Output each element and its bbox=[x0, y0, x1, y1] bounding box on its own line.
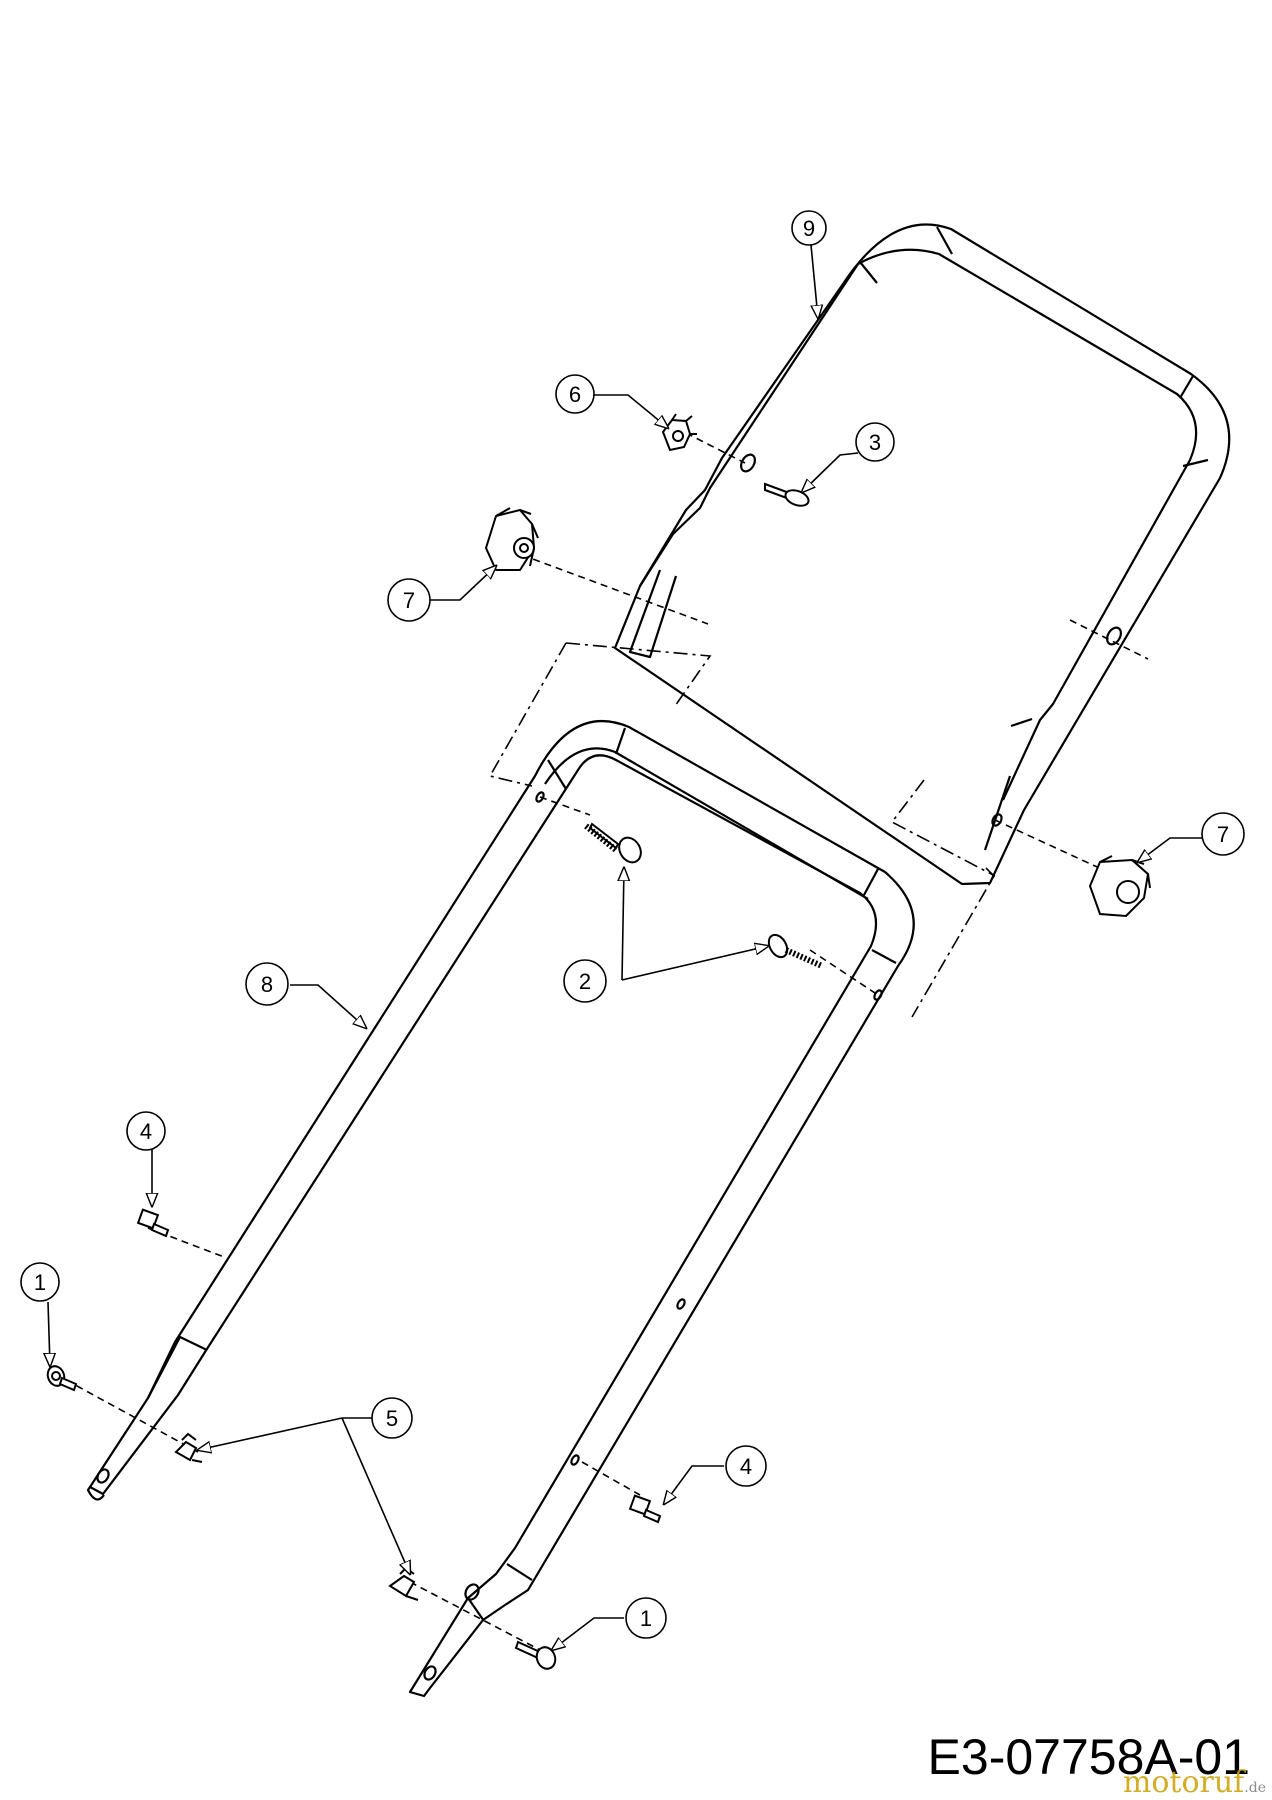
drawing-code: E3-07758A-01 bbox=[927, 1729, 1250, 1785]
callout-label: 3 bbox=[869, 430, 881, 455]
cable-clip-lower bbox=[388, 1566, 419, 1601]
callout-5: 5 bbox=[371, 1397, 413, 1439]
watermark-logo: motoruf.de bbox=[1123, 1765, 1266, 1800]
hardware-parts bbox=[46, 413, 1151, 1670]
shoulder-screw-lower bbox=[628, 1494, 662, 1524]
callout-4b: 4 bbox=[725, 1445, 767, 1487]
callout-8: 8 bbox=[245, 962, 289, 1006]
callout-label: 1 bbox=[640, 1606, 652, 1631]
bolt-lower bbox=[514, 1640, 557, 1670]
bolt-upper bbox=[46, 1365, 78, 1392]
carriage-bolt-lower bbox=[767, 933, 824, 969]
callout-label: 4 bbox=[140, 1119, 152, 1144]
callout-7a: 7 bbox=[387, 578, 431, 622]
handle-pin bbox=[764, 482, 810, 507]
callout-2: 2 bbox=[563, 959, 607, 1003]
callout-1a: 1 bbox=[20, 1262, 60, 1302]
large-star-knob-upper bbox=[484, 507, 539, 571]
callout-9: 9 bbox=[791, 210, 827, 246]
alignment-guides bbox=[488, 642, 996, 1018]
watermark-suffix: .de bbox=[1244, 1780, 1266, 1796]
small-star-knob bbox=[661, 413, 697, 452]
watermark-brand: motoruf bbox=[1122, 1765, 1245, 1800]
cable-clip-upper bbox=[174, 1432, 203, 1463]
callout-1b: 1 bbox=[625, 1597, 667, 1639]
callout-label: 2 bbox=[579, 969, 591, 994]
callout-label: 1 bbox=[34, 1270, 46, 1295]
callout-3: 3 bbox=[855, 422, 895, 462]
shoulder-screw-upper bbox=[136, 1208, 170, 1238]
callout-label: 6 bbox=[569, 382, 581, 407]
callout-label: 8 bbox=[261, 972, 273, 997]
leader-lines bbox=[48, 244, 1202, 1650]
large-star-knob-right bbox=[1088, 855, 1151, 918]
callout-4a: 4 bbox=[126, 1111, 166, 1151]
callout-label: 5 bbox=[386, 1406, 398, 1431]
callout-label: 4 bbox=[740, 1454, 752, 1479]
carriage-bolt-upper bbox=[584, 822, 642, 864]
callout-label: 7 bbox=[403, 588, 415, 613]
callout-7b: 7 bbox=[1201, 812, 1245, 856]
upper-handle bbox=[613, 223, 1231, 886]
callout-6: 6 bbox=[555, 374, 595, 414]
callout-label: 7 bbox=[1217, 822, 1229, 847]
callout-label: 9 bbox=[803, 216, 815, 241]
lower-handle bbox=[86, 719, 915, 1698]
exploded-view-lines bbox=[65, 432, 1149, 1653]
